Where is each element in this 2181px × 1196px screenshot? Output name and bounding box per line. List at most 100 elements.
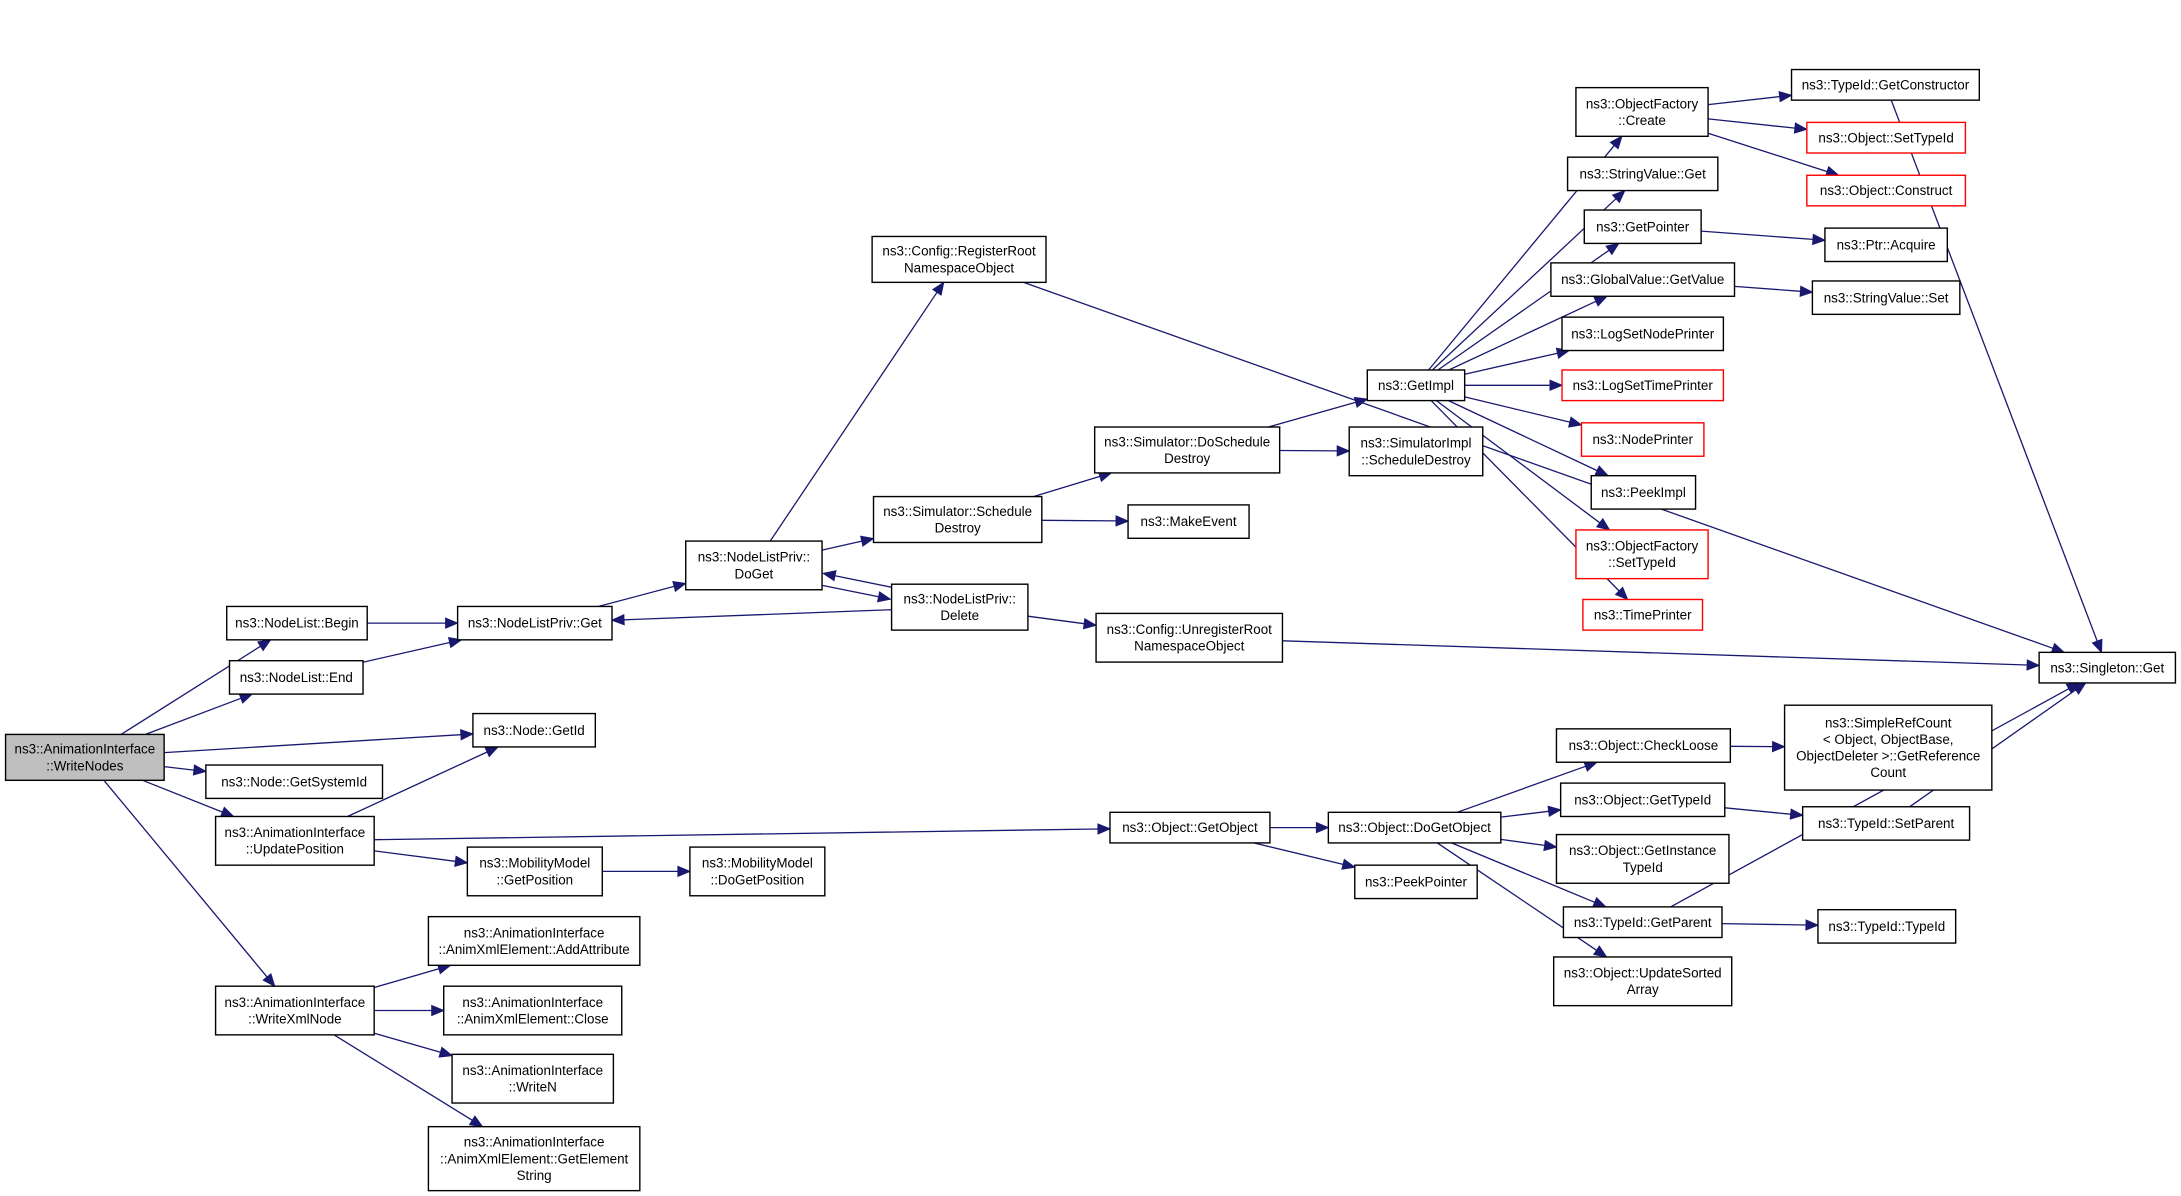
edge-line <box>1724 807 1791 815</box>
edge-arrowhead <box>1341 858 1357 870</box>
node-updateposition[interactable]: ns3::AnimationInterface::UpdatePosition <box>214 815 375 866</box>
edge-objectfactory-create-to-object-settypeid <box>1708 118 1809 134</box>
node-nodelist-begin[interactable]: ns3::NodeList::Begin <box>226 605 368 641</box>
edge-arrowhead <box>256 639 272 652</box>
edge-line <box>1023 281 2054 649</box>
node-node-getid[interactable]: ns3::Node::GetId <box>472 712 597 748</box>
node-box <box>1817 908 1957 944</box>
edge-arrowhead <box>1605 242 1620 256</box>
node-stringvalue-get[interactable]: ns3::StringValue::Get <box>1566 156 1719 192</box>
node-object-gettypeid[interactable]: ns3::Object::GetTypeId <box>1559 782 1726 818</box>
edge-line <box>1448 300 1597 371</box>
edge-nodelistpriv-doget-to-registerroot <box>769 281 945 542</box>
node-timeprinter[interactable]: ns3::TimePrinter <box>1582 598 1704 631</box>
node-simulatorimpl-scheduledestroy[interactable]: ns3::SimulatorImpl::ScheduleDestroy <box>1348 426 1484 477</box>
node-objectfactory-create[interactable]: ns3::ObjectFactory::Create <box>1575 86 1709 138</box>
node-nodelist-end[interactable]: ns3::NodeList::End <box>228 659 364 695</box>
node-typeid-typeid[interactable]: ns3::TypeId::TypeId <box>1817 908 1957 944</box>
node-object-checkloose[interactable]: ns3::Object::CheckLoose <box>1555 728 1732 763</box>
node-objectfactory-settypeid[interactable]: ns3::ObjectFactory::SetTypeId <box>1575 529 1709 580</box>
node-simplerefcount[interactable]: ns3::SimpleRefCount< Object, ObjectBase,… <box>1783 704 1993 791</box>
node-peekimpl[interactable]: ns3::PeekImpl <box>1590 475 1697 510</box>
node-getpointer[interactable]: ns3::GetPointer <box>1583 209 1702 245</box>
node-object-dogetobject[interactable]: ns3::Object::DoGetObject <box>1327 811 1502 844</box>
edge-arrowhead <box>860 535 875 547</box>
node-box <box>228 659 364 695</box>
node-label-line: ns3::ObjectFactory <box>1586 539 1699 554</box>
edge-writexmlnode-to-getelementstring <box>333 1034 484 1128</box>
node-label-line: ns3::GetImpl <box>1378 378 1454 393</box>
node-label-line: ns3::Simulator::Schedule <box>883 504 1032 519</box>
edge-arrowhead <box>219 806 235 818</box>
node-label-line: Count <box>1870 765 1906 780</box>
node-label-line: ns3::Config::RegisterRoot <box>882 244 1036 259</box>
node-box <box>472 712 597 748</box>
node-writenodes[interactable]: ns3::AnimationInterface::WriteNodes <box>4 733 165 782</box>
node-label-line: ns3::AnimationInterface <box>462 1063 603 1078</box>
node-node-getsystemid[interactable]: ns3::Node::GetSystemId <box>205 764 384 800</box>
node-typeid-setparent[interactable]: ns3::TypeId::SetParent <box>1801 806 1971 841</box>
node-getimpl[interactable]: ns3::GetImpl <box>1366 369 1466 402</box>
node-box <box>1811 280 1961 316</box>
node-label-line: ns3::NodeList::Begin <box>235 616 359 631</box>
node-label-line: ::AnimXmlElement::Close <box>457 1011 609 1026</box>
node-writexmlnode[interactable]: ns3::AnimationInterface::WriteXmlNode <box>214 985 375 1036</box>
node-simulator-scheduledestroy[interactable]: ns3::Simulator::ScheduleDestroy <box>872 495 1043 544</box>
node-addattribute[interactable]: ns3::AnimationInterface::AnimXmlElement:… <box>427 915 641 967</box>
node-box <box>427 915 641 967</box>
edge-objectfactory-create-to-object-construct <box>1707 132 1840 177</box>
node-logsettimeprinter[interactable]: ns3::LogSetTimePrinter <box>1561 369 1725 402</box>
node-writen[interactable]: ns3::AnimationInterface::WriteN <box>451 1053 615 1104</box>
edge-simulator-doscheduledestroy-to-simulatorimpl-scheduledestroy <box>1279 445 1351 457</box>
node-unregisterroot[interactable]: ns3::Config::UnregisterRootNamespaceObje… <box>1095 612 1284 663</box>
node-typeid-getconstructor[interactable]: ns3::TypeId::GetConstructor <box>1790 68 1981 101</box>
edge-line <box>1027 615 1085 625</box>
node-label-line: ns3::GlobalValue::GetValue <box>1561 272 1724 287</box>
node-logsetnodeprinter[interactable]: ns3::LogSetNodePrinter <box>1561 316 1725 352</box>
node-nodelistpriv-delete[interactable]: ns3::NodeListPriv::Delete <box>890 583 1029 631</box>
node-getelementstring[interactable]: ns3::AnimationInterface::AnimXmlElement:… <box>427 1125 641 1192</box>
node-nodelistpriv-doget[interactable]: ns3::NodeListPriv::DoGet <box>685 540 823 591</box>
node-label-line: ns3::ObjectFactory <box>1586 96 1699 111</box>
node-box <box>1561 316 1725 352</box>
node-label-line: DoGet <box>735 566 774 581</box>
node-label-line: ns3::NodeListPriv:: <box>904 591 1016 606</box>
node-box <box>890 583 1029 631</box>
node-label-line: ns3::TimePrinter <box>1594 607 1692 622</box>
edge-getimpl-to-objectfactory-settypeid <box>1436 400 1611 531</box>
node-globalvalue-getvalue[interactable]: ns3::GlobalValue::GetValue <box>1550 262 1736 297</box>
node-object-settypeid[interactable]: ns3::Object::SetTypeId <box>1806 121 1967 154</box>
edge-arrowhead <box>1097 823 1112 835</box>
node-peekpointer[interactable]: ns3::PeekPointer <box>1354 864 1478 900</box>
node-singleton-get[interactable]: ns3::Singleton::Get <box>2038 651 2177 684</box>
node-object-getobject[interactable]: ns3::Object::GetObject <box>1109 811 1271 844</box>
edge-arrowhead <box>821 570 837 582</box>
node-label-line: ns3::Object::DoGetObject <box>1338 820 1491 835</box>
node-stringvalue-set[interactable]: ns3::StringValue::Set <box>1811 280 1961 316</box>
node-typeid-getparent[interactable]: ns3::TypeId::GetParent <box>1562 906 1723 939</box>
edge-arrowhead <box>1336 445 1351 457</box>
node-mobility-dogetposition[interactable]: ns3::MobilityModel::DoGetPosition <box>689 846 826 897</box>
node-nodeprinter[interactable]: ns3::NodePrinter <box>1580 422 1705 457</box>
edge-arrowhead <box>468 1115 484 1128</box>
node-object-construct[interactable]: ns3::Object::Construct <box>1806 174 1967 207</box>
edges-layer <box>103 91 2103 1128</box>
node-label-line: ::AnimXmlElement::AddAttribute <box>438 942 629 957</box>
node-label-line: ns3::TypeId::TypeId <box>1828 919 1945 934</box>
node-nodelistpriv-get[interactable]: ns3::NodeListPriv::Get <box>456 605 613 641</box>
edge-arrowhead <box>610 614 625 626</box>
edge-writenodes-to-node-getsystemid <box>164 764 208 776</box>
node-mobility-getposition[interactable]: ns3::MobilityModel::GetPosition <box>466 846 603 897</box>
node-label-line: ::UpdatePosition <box>246 842 344 857</box>
node-label-line: ns3::GetPointer <box>1596 219 1690 234</box>
node-makeevent[interactable]: ns3::MakeEvent <box>1127 504 1250 539</box>
node-label-line: ns3::Object::CheckLoose <box>1569 738 1719 753</box>
node-label-line: ns3::AnimationInterface <box>462 995 603 1010</box>
node-close[interactable]: ns3::AnimationInterface::AnimXmlElement:… <box>443 985 623 1036</box>
node-ptr-acquire[interactable]: ns3::Ptr::Acquire <box>1824 227 1949 263</box>
edge-arrowhead <box>445 617 459 629</box>
